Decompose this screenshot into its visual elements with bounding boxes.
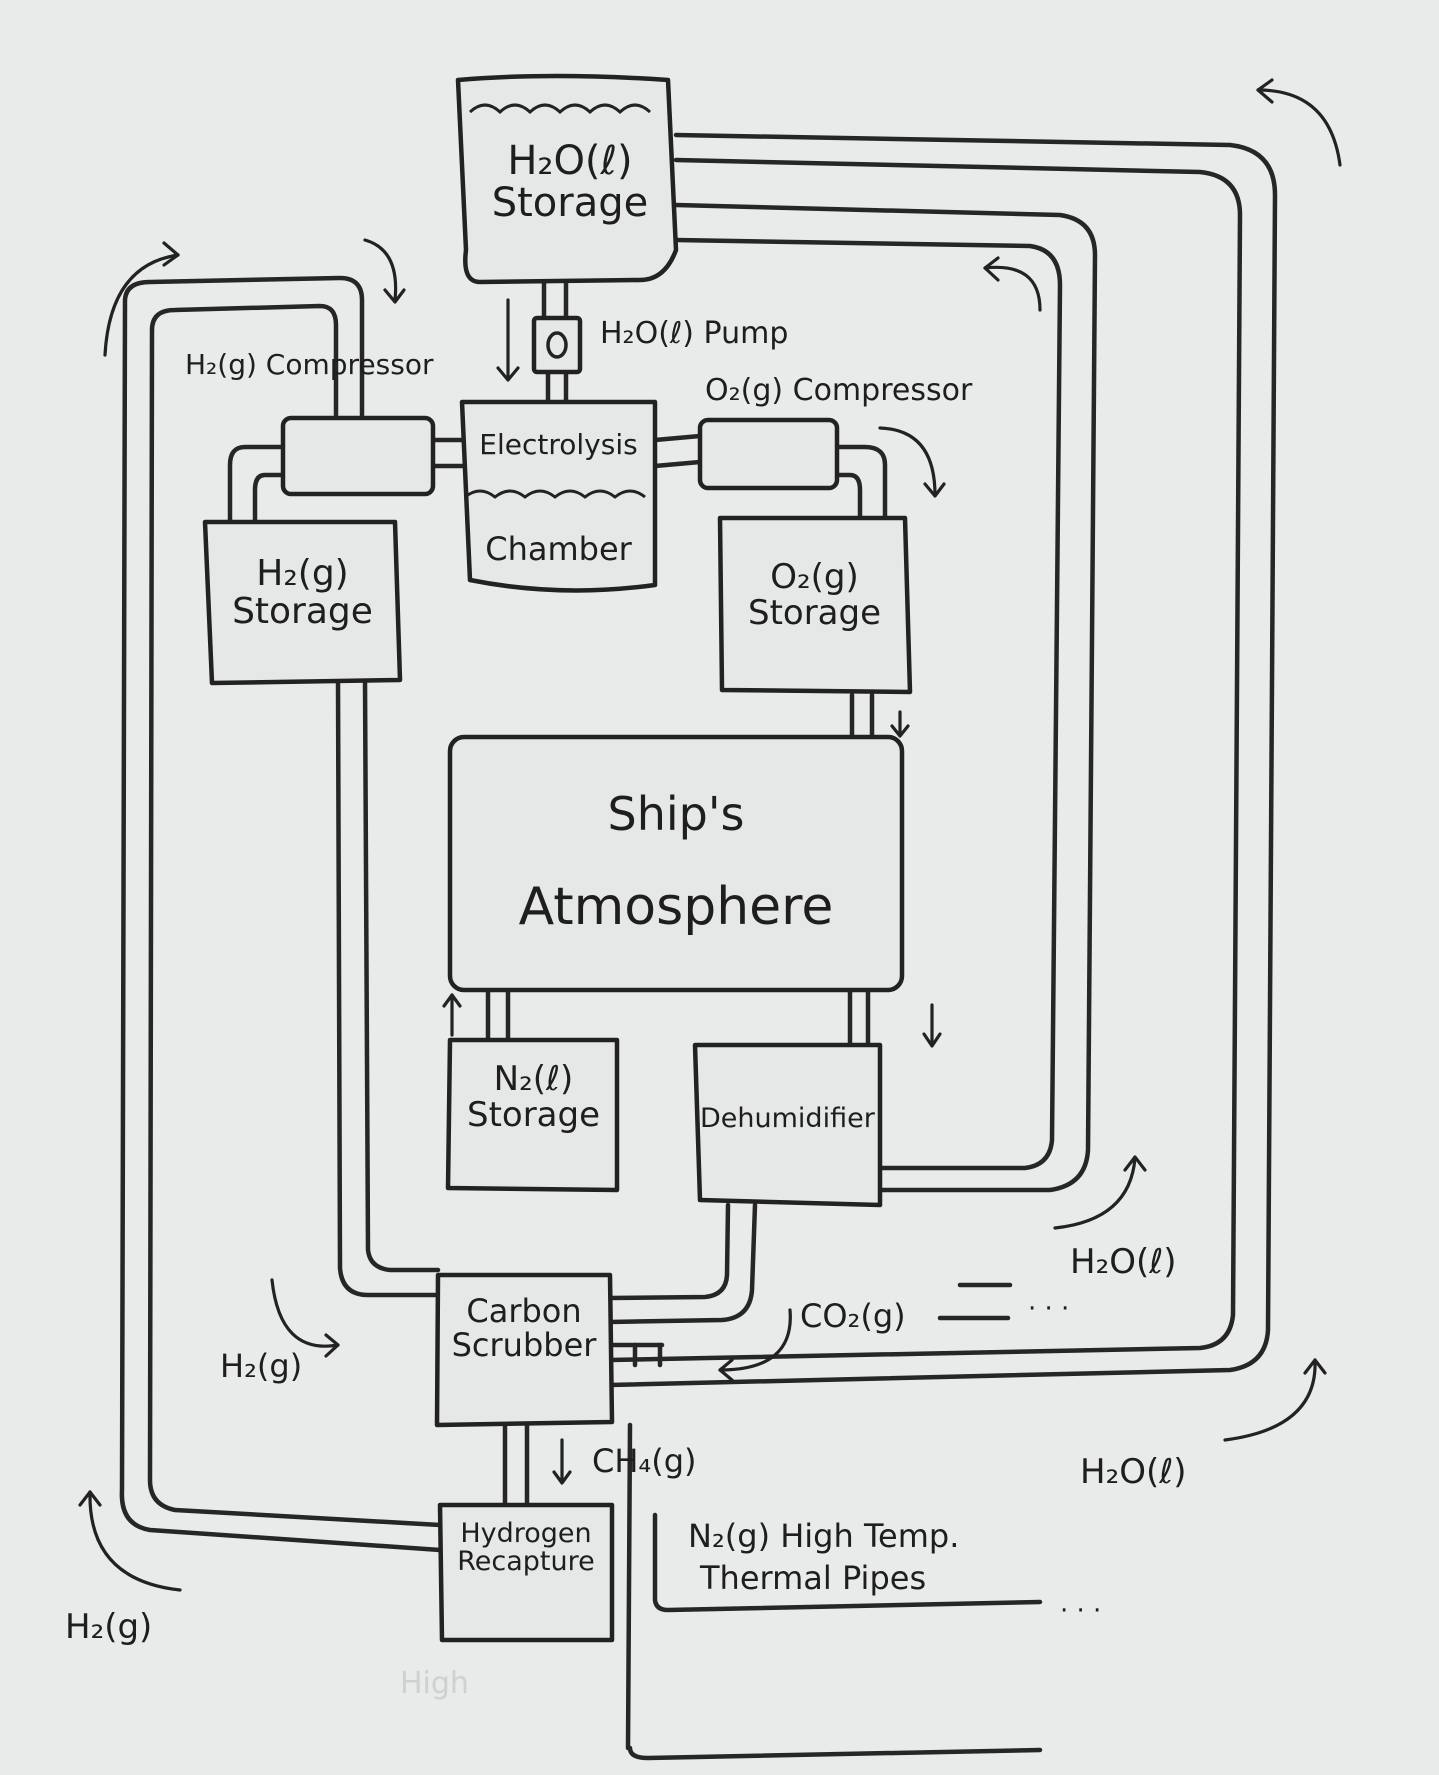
h2-storage-box xyxy=(202,519,403,686)
o2-storage-label: O₂(g) Storage xyxy=(747,557,882,633)
n2-storage-label: N₂(ℓ) Storage xyxy=(466,1059,601,1135)
water-flow-label-right: H₂O(ℓ) xyxy=(1070,1242,1177,1282)
water-storage-label: H₂O(ℓ) Storage xyxy=(491,138,649,226)
atmosphere-label-line1: Ship's xyxy=(607,787,745,841)
electrolysis-label-bottom: Chamber xyxy=(485,530,632,568)
thermal-continuation-dots: · · · xyxy=(1060,1596,1102,1626)
h2-compressor-to-storage-pipes xyxy=(227,444,286,525)
thermal-pipes xyxy=(625,1422,1043,1761)
h2-storage-label: H₂(g) Storage xyxy=(232,553,373,632)
h2-compressor-box xyxy=(280,415,436,497)
dehumidifier-label: Dehumidifier xyxy=(700,1103,875,1134)
co2-continuation-dots: · · · xyxy=(1028,1294,1070,1324)
electrolysis-side-pipes xyxy=(429,433,703,469)
hydrogen-recapture-box xyxy=(437,1502,615,1643)
dehumidifier-box xyxy=(692,1042,883,1208)
atmosphere-to-dehumidifier-pipes xyxy=(847,987,871,1048)
scrubber-to-recapture-pipes xyxy=(502,1422,530,1508)
co2-flow-label: CO₂(g) xyxy=(800,1297,906,1335)
o2-compressor-box xyxy=(697,417,840,491)
water-storage-box xyxy=(455,73,679,285)
water-pump-label: H₂O(ℓ) Pump xyxy=(600,316,789,351)
co2-inlet-pipes xyxy=(607,1282,1013,1368)
o2-storage-box xyxy=(717,515,913,695)
atmosphere-box xyxy=(447,734,905,993)
water-return-pipes xyxy=(607,132,1278,1388)
electrolysis-label-top: Electrolysis xyxy=(479,428,638,461)
n2-to-atmosphere-pipes xyxy=(485,987,511,1043)
hydrogen-return-pipes xyxy=(119,275,443,1553)
thermal-pipes-label-line2: Thermal Pipes xyxy=(700,1559,927,1597)
water-flow-label-bottom: H₂O(ℓ) xyxy=(1080,1452,1187,1492)
carbon-scrubber-label: Carbon Scrubber xyxy=(451,1292,597,1364)
thermal-pipes-label-line1: N₂(g) High Temp. xyxy=(688,1517,960,1555)
o2-compressor-to-storage-pipes xyxy=(832,444,888,521)
h2-compressor-label: H₂(g) Compressor xyxy=(185,348,434,381)
dehumidifier-to-scrubber-pipes xyxy=(607,1202,758,1325)
n2-storage-box xyxy=(445,1037,620,1193)
atmosphere-label-line2: Atmosphere xyxy=(518,877,834,937)
flow-arrows xyxy=(78,78,1342,1592)
electrolysis-chamber-box xyxy=(459,399,658,593)
carbon-scrubber-box xyxy=(434,1272,615,1428)
o2-compressor-label: O₂(g) Compressor xyxy=(705,373,973,408)
pump-pipes xyxy=(541,275,569,405)
ch4-flow-label: CH₄(g) xyxy=(592,1442,697,1480)
faint-note: High xyxy=(400,1666,469,1701)
h2-flow-label-mid: H₂(g) xyxy=(220,1347,303,1385)
h2-flow-label-bottom: H₂(g) xyxy=(65,1607,153,1647)
water-pump-box xyxy=(531,315,583,375)
hydrogen-recapture-label: Hydrogen Recapture xyxy=(457,1518,595,1578)
o2-to-atmosphere-pipes xyxy=(849,692,875,743)
h2-storage-to-scrubber-pipes xyxy=(335,677,441,1298)
